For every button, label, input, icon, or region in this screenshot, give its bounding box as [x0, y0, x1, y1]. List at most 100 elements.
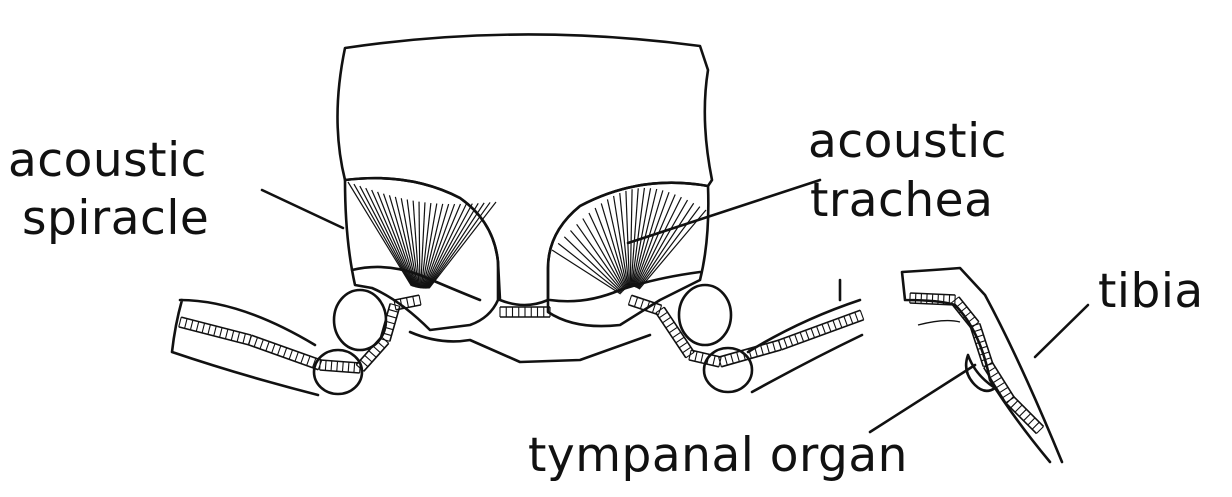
left-trachea-tube-ring: [369, 351, 376, 358]
leader-tibia: [1035, 305, 1088, 357]
right-trachea-tube-ring: [663, 317, 671, 323]
left-trachea-tube-ring: [214, 326, 216, 336]
right-trachea-tube-ring: [833, 320, 836, 329]
left-trachea-hatching: [348, 182, 496, 288]
right-trachea-tube-ring: [713, 356, 715, 366]
right-leg-outline: [748, 280, 862, 392]
right-trachea-tube-ring: [676, 337, 684, 343]
tracheal-tubes: [179, 293, 1044, 434]
right-trachea-tube-ring: [789, 336, 792, 345]
left-trachea-tube-ring: [301, 354, 304, 363]
left-trachea-tube-ring: [331, 361, 332, 371]
right-trachea-tube-ring: [669, 327, 677, 333]
left-trachea-tube-ring: [277, 346, 280, 355]
right-trachea-tube-ring: [628, 295, 631, 304]
right-trachea-tube-ring: [806, 330, 809, 339]
left-trachea-tube-ring: [225, 329, 227, 339]
leader-acoustic-spiracle: [262, 190, 343, 228]
left-trachea-tube-ring: [337, 361, 338, 371]
left-trachea-tube-ring: [348, 362, 349, 372]
left-coxa: [334, 290, 386, 350]
left-trachea-tube-ring: [202, 323, 204, 333]
right-trachea-tube-ring: [683, 347, 691, 353]
left-trachea-tube-ring: [307, 356, 310, 365]
left-trachea-tube-ring: [237, 332, 239, 342]
label-tibia: tibia: [1098, 268, 1204, 315]
right-trachea-tube-ring: [695, 352, 697, 362]
tibia-trachea-tube-ring: [996, 382, 1004, 387]
right-trachea-tube-ring: [827, 322, 830, 331]
left-trachea-tube-ring: [260, 339, 263, 348]
right-trachea-tube-ring: [811, 328, 814, 337]
right-trachea-tube-ring: [795, 334, 798, 343]
right-trachea-tube-ring: [679, 342, 687, 348]
tibia-trachea-tube-rail: [959, 297, 979, 322]
right-trachea-tube-ring: [673, 332, 681, 338]
right-trachea-tube-ring: [778, 340, 781, 349]
left-trachea-tube-ring: [190, 320, 192, 330]
tibia-trachea-tube-rail: [980, 323, 993, 363]
tibia-trachea-tube-ring: [1011, 401, 1018, 408]
left-trachea-tube-ring: [342, 362, 343, 372]
right-trachea-tube-ring: [640, 299, 643, 308]
left-trachea-tube-ring: [283, 348, 286, 357]
right-trachea-tube-ring: [860, 310, 863, 319]
left-trachea-tube-ring: [373, 346, 380, 353]
tibia-trachea-tube-ring: [1015, 405, 1022, 412]
right-trachea-tube-ring: [849, 314, 852, 323]
left-trachea-tube-ring: [387, 315, 397, 318]
hatch-line: [636, 197, 681, 288]
left-trachea-tube-ring: [419, 295, 421, 305]
right-coxa: [679, 285, 731, 345]
left-trachea-tube-ring: [231, 331, 233, 341]
right-trachea-tube-ring: [666, 322, 674, 328]
tibia-trachea-tube-rail: [951, 303, 971, 328]
right-trachea-hatching: [552, 188, 706, 294]
left-trachea-tube-ring: [413, 296, 415, 306]
prothorax-outline: [338, 34, 713, 305]
label-tympanal-organ: tympanal organ: [528, 432, 908, 479]
tibia-trachea-tube-ring: [993, 377, 1001, 382]
left-trachea-tube-ring: [248, 335, 251, 344]
right-trachea-tube-ring: [844, 316, 847, 325]
left-trachea-tube-ring: [325, 360, 326, 370]
right-trachea-tube-ring: [784, 338, 787, 347]
hatch-line: [426, 204, 467, 289]
left-trachea-tube-ring: [272, 344, 275, 353]
left-sternum-edge: [410, 332, 650, 362]
left-leg-outline: [172, 300, 318, 395]
right-trachea-tube-ring: [817, 326, 820, 335]
left-trachea-tube-ring: [289, 350, 292, 359]
tibia-trachea-tube-ring: [1036, 426, 1043, 433]
tibia-trachea-tube-ring: [1032, 422, 1039, 429]
right-trachea-tube-rail: [656, 313, 686, 358]
right-trachea-tube-ring: [725, 355, 728, 365]
left-trachea-tube-ring: [354, 363, 355, 373]
left-trachea-tube-ring: [320, 360, 321, 370]
left-trachea-tube-ring: [243, 334, 245, 344]
right-trachea-tube-ring: [800, 332, 803, 341]
right-trachea-tube-ring: [659, 312, 667, 318]
right-trachea-tube-ring: [656, 307, 664, 313]
right-trachea-tube-ring: [634, 297, 637, 306]
left-trachea-tube-ring: [220, 328, 222, 338]
tibia-trachea-tube-ring: [1003, 392, 1011, 397]
label-acoustic-spiracle-line1: acoustic: [8, 137, 207, 184]
right-trachea-tube-ring: [767, 344, 770, 354]
tibia-trachea-tube-ring: [990, 372, 998, 377]
right-trachea-tube-ring: [737, 352, 740, 362]
right-trachea-tube-ring: [822, 324, 825, 333]
right-trachea-tube-ring: [838, 318, 841, 327]
hatch-line: [428, 202, 490, 288]
leader-tympanal-organ: [870, 365, 975, 432]
label-acoustic-trachea-line1: acoustic: [808, 118, 1007, 165]
left-trachea-tube-ring: [179, 317, 181, 327]
tibia-trachea-tube-ring: [1006, 396, 1013, 403]
left-trachea-tube-ring: [208, 325, 210, 335]
right-trachea-tube-ring: [773, 342, 776, 352]
left-trachea-tube-ring: [266, 342, 269, 351]
left-trachea-tube-ring: [295, 352, 298, 361]
right-trachea-tube-ring: [701, 353, 703, 363]
right-trachea-tube-ring: [731, 354, 734, 364]
